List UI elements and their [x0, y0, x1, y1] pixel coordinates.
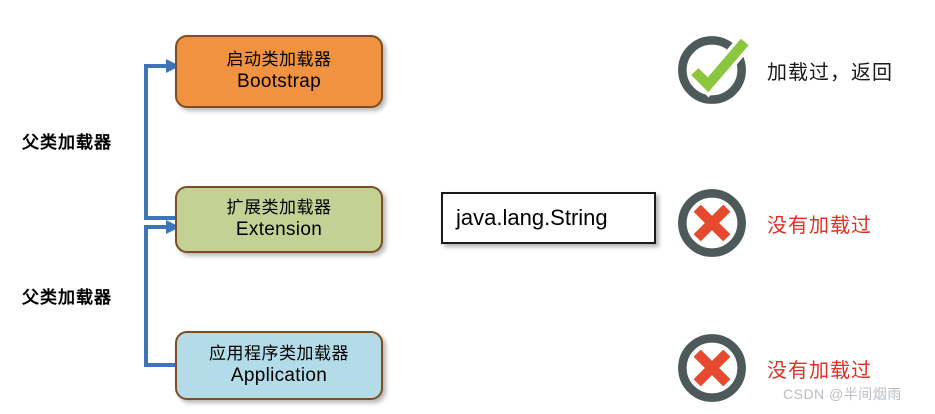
loader-box-application[interactable]: 应用程序类加载器 Application	[175, 331, 383, 400]
cross-circle-icon	[678, 334, 746, 402]
status-text-bootstrap: 加载过，返回	[767, 61, 893, 84]
status-row-bootstrap: 加载过，返回	[673, 31, 893, 109]
check-circle-icon	[678, 36, 751, 104]
class-name-box[interactable]: java.lang.String	[441, 192, 656, 244]
loader-name-cn-extension: 扩展类加载器	[226, 197, 332, 217]
loader-name-cn-bootstrap: 启动类加载器	[226, 49, 332, 69]
status-text-extension: 没有加载过	[767, 214, 872, 237]
loader-name-en-bootstrap: Bootstrap	[236, 71, 322, 93]
loader-box-extension[interactable]: 扩展类加载器 Extension	[175, 186, 383, 253]
loader-name-cn-application: 应用程序类加载器	[209, 343, 349, 363]
status-row-extension: 没有加载过	[673, 184, 872, 262]
class-name-text: java.lang.String	[456, 205, 608, 230]
parent-loader-label-upper: 父类加载器	[22, 133, 112, 152]
status-row-application: 没有加载过	[673, 329, 872, 407]
cross-circle-icon	[678, 189, 746, 257]
parent-loader-label-lower: 父类加载器	[22, 288, 112, 307]
loader-name-en-application: Application	[230, 365, 328, 387]
loader-name-en-extension: Extension	[235, 219, 323, 241]
status-text-application: 没有加载过	[767, 359, 872, 382]
loader-box-bootstrap[interactable]: 启动类加载器 Bootstrap	[175, 35, 383, 108]
csdn-watermark: CSDN @半间烟雨	[783, 386, 902, 402]
